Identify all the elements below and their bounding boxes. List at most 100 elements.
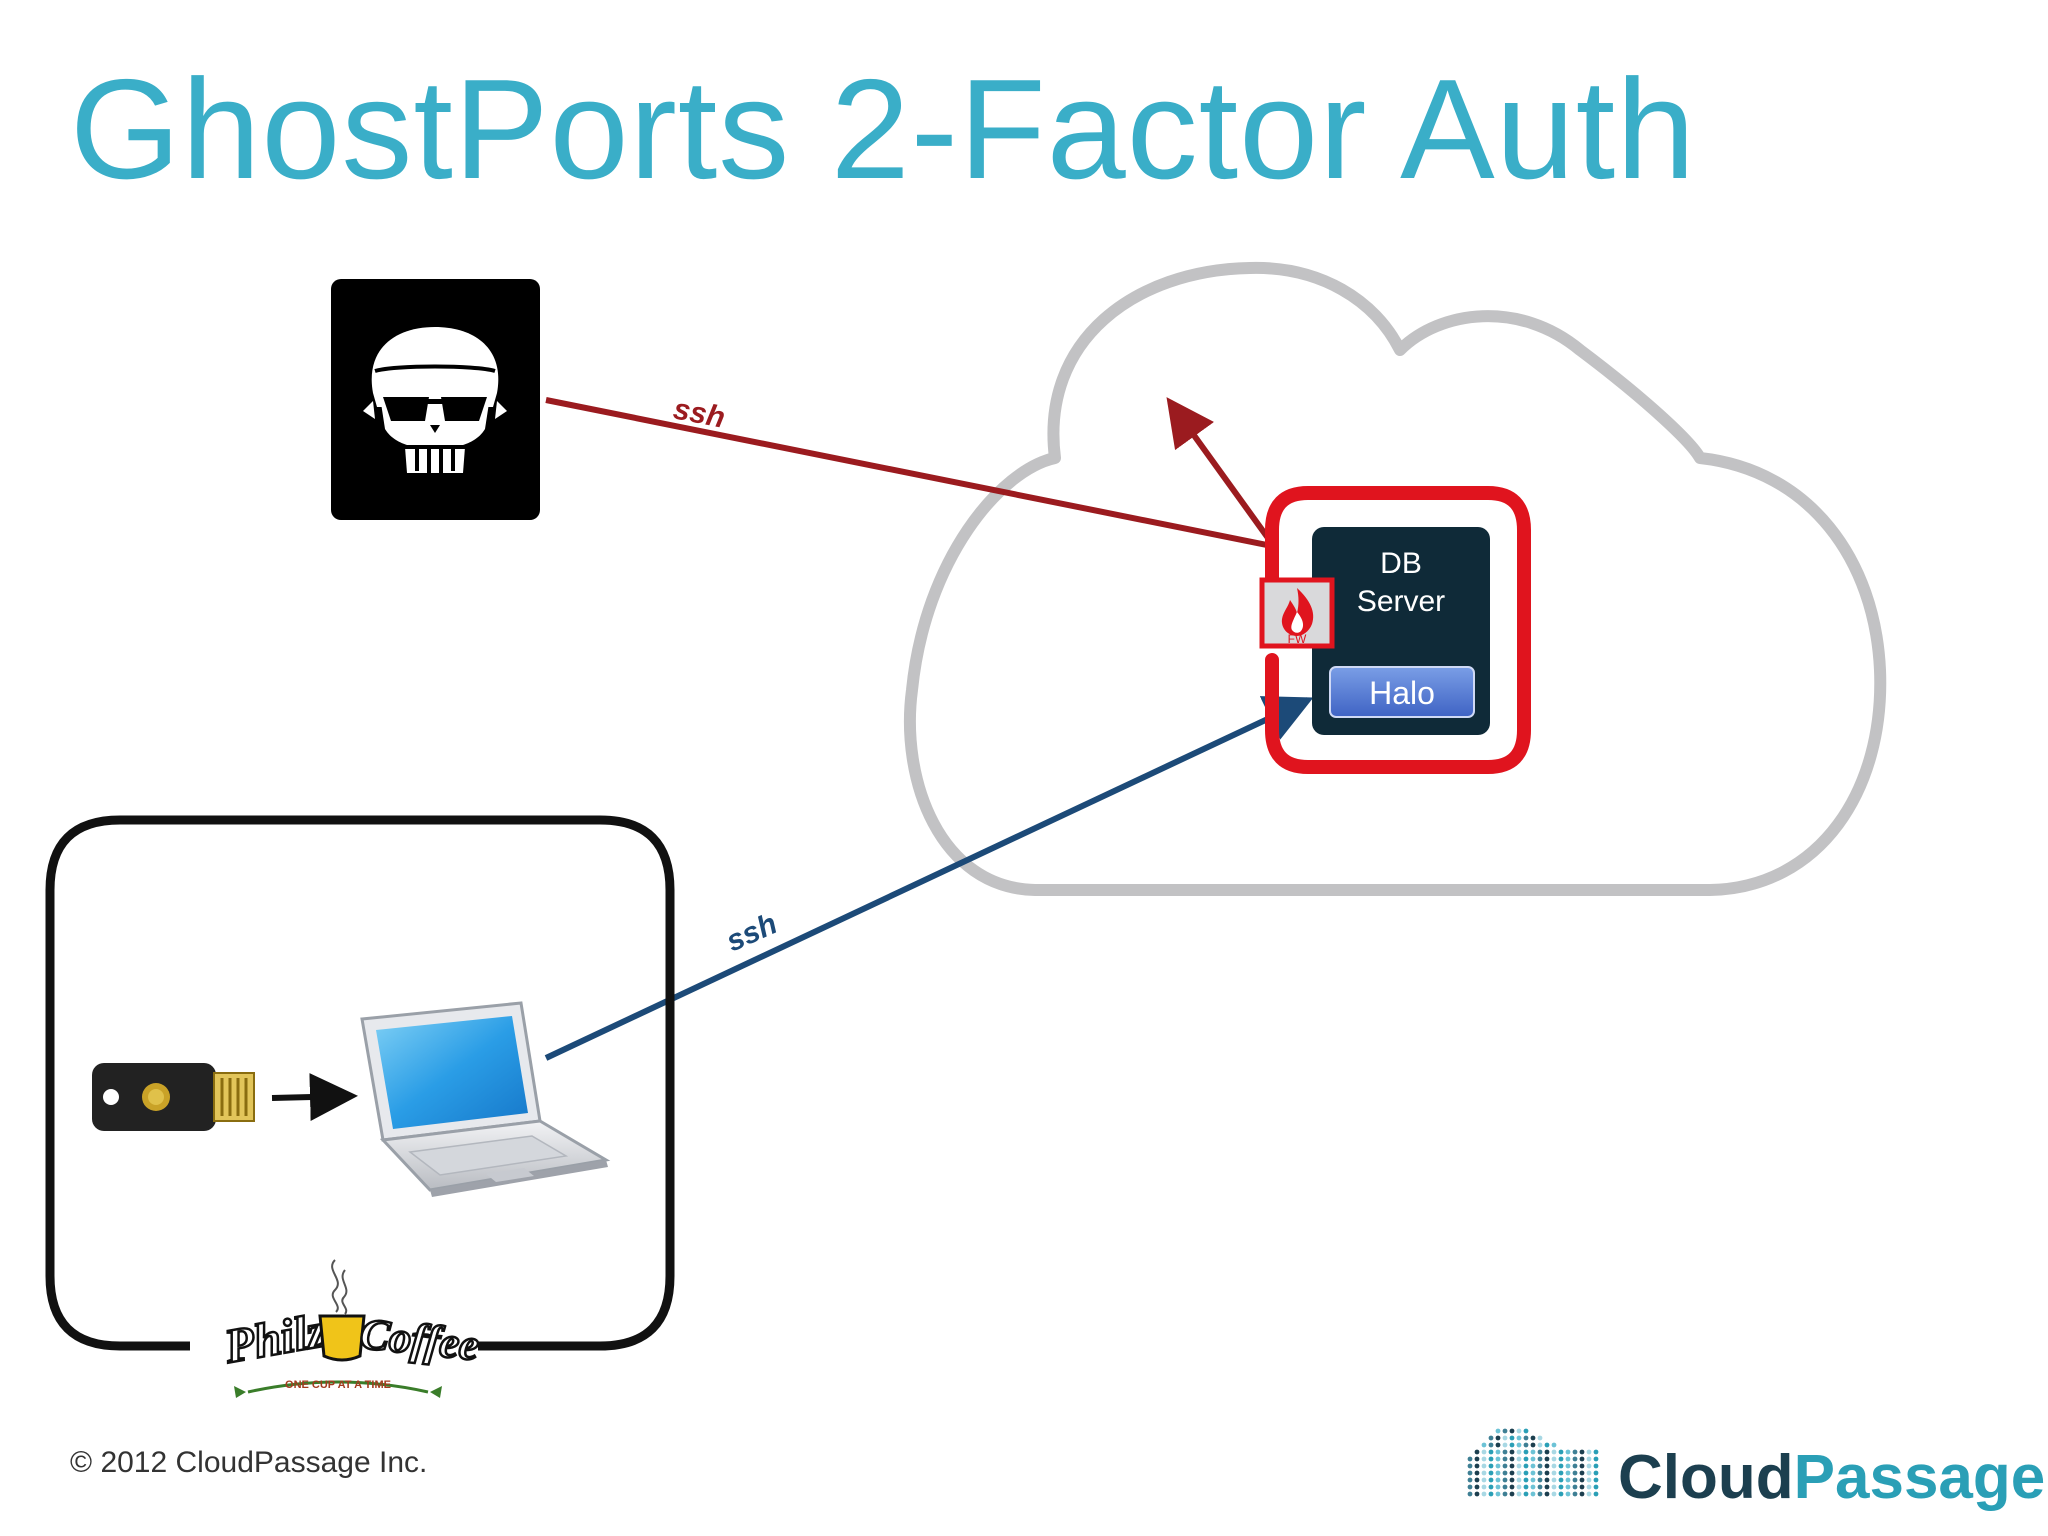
- logo-dot: [1593, 1463, 1599, 1469]
- logo-dot: [1551, 1449, 1557, 1455]
- logo-dot: [1495, 1456, 1501, 1462]
- logo-dot: [1495, 1470, 1501, 1476]
- firewall-label: FW: [1288, 632, 1307, 646]
- logo-dot: [1474, 1456, 1480, 1462]
- logo-dot: [1572, 1470, 1578, 1476]
- cloud-icon: [903, 261, 1887, 896]
- logo-dot: [1565, 1456, 1571, 1462]
- logo-dot: [1495, 1491, 1501, 1497]
- logo-dot: [1502, 1470, 1508, 1476]
- philz-logo-tagline: ONE CUP AT A TIME: [285, 1379, 391, 1391]
- logo-dot: [1509, 1477, 1515, 1483]
- logo-dot: [1502, 1442, 1508, 1448]
- logo-dot: [1523, 1456, 1529, 1462]
- logo-dot: [1481, 1477, 1487, 1483]
- logo-dot: [1502, 1477, 1508, 1483]
- logo-dot: [1523, 1470, 1529, 1476]
- logo-dot: [1474, 1491, 1480, 1497]
- logo-dot: [1488, 1491, 1494, 1497]
- user-ssh-line: [544, 696, 1314, 1061]
- logo-dot: [1537, 1435, 1543, 1441]
- logo-dot: [1537, 1470, 1543, 1476]
- logo-dot: [1565, 1477, 1571, 1483]
- slide-title: GhostPorts 2-Factor Auth: [70, 50, 1697, 209]
- logo-dot: [1516, 1449, 1522, 1455]
- logo-dot: [1530, 1477, 1536, 1483]
- logo-dot: [1474, 1470, 1480, 1476]
- logo-dot: [1516, 1470, 1522, 1476]
- logo-dot: [1530, 1456, 1536, 1462]
- logo-dot: [1593, 1456, 1599, 1462]
- logo-dot: [1586, 1463, 1592, 1469]
- usb-security-key-icon: [92, 1063, 255, 1131]
- logo-dot: [1481, 1491, 1487, 1497]
- logo-dot: [1495, 1435, 1501, 1441]
- logo-dot: [1495, 1442, 1501, 1448]
- logo-dot: [1551, 1491, 1557, 1497]
- logo-dot: [1551, 1463, 1557, 1469]
- logo-dot: [1579, 1456, 1585, 1462]
- logo-dot: [1537, 1491, 1543, 1497]
- logo-dot: [1572, 1491, 1578, 1497]
- server-label-line2: Server: [1357, 585, 1445, 618]
- logo-dot: [1544, 1470, 1550, 1476]
- logo-dot: [1537, 1456, 1543, 1462]
- logo-dot: [1586, 1491, 1592, 1497]
- brand-name-suffix: Passage: [1794, 1443, 2046, 1512]
- logo-dot: [1537, 1463, 1543, 1469]
- logo-dot: [1572, 1484, 1578, 1490]
- firewall-badge: FW: [1259, 577, 1335, 649]
- logo-dot: [1544, 1456, 1550, 1462]
- logo-dot: [1467, 1477, 1473, 1483]
- logo-dot: [1509, 1428, 1515, 1434]
- logo-dot: [1509, 1470, 1515, 1476]
- logo-dot: [1544, 1442, 1550, 1448]
- logo-dot: [1516, 1456, 1522, 1462]
- logo-dot: [1558, 1463, 1564, 1469]
- logo-dot: [1509, 1435, 1515, 1441]
- logo-dot: [1481, 1456, 1487, 1462]
- logo-dot: [1467, 1456, 1473, 1462]
- logo-dot: [1565, 1463, 1571, 1469]
- logo-dot: [1537, 1449, 1543, 1455]
- logo-dot: [1516, 1428, 1522, 1434]
- logo-dot: [1516, 1477, 1522, 1483]
- logo-dot: [1544, 1484, 1550, 1490]
- server-label-line1: DB: [1380, 547, 1422, 580]
- coffee-shop-location: [45, 815, 675, 1351]
- logo-dot: [1530, 1470, 1536, 1476]
- logo-dot: [1488, 1484, 1494, 1490]
- logo-dot: [1481, 1470, 1487, 1476]
- logo-dot: [1495, 1477, 1501, 1483]
- logo-dot: [1523, 1477, 1529, 1483]
- halo-agent-badge: Halo: [1329, 666, 1475, 718]
- philz-logo-word1: Philz: [220, 1304, 330, 1374]
- logo-dot: [1516, 1463, 1522, 1469]
- logo-dot: [1481, 1484, 1487, 1490]
- logo-dot: [1474, 1477, 1480, 1483]
- logo-dot: [1509, 1491, 1515, 1497]
- logo-dot: [1586, 1484, 1592, 1490]
- logo-dot: [1558, 1477, 1564, 1483]
- logo-dot: [1523, 1442, 1529, 1448]
- logo-dot: [1516, 1442, 1522, 1448]
- logo-dot: [1551, 1477, 1557, 1483]
- logo-dot: [1558, 1484, 1564, 1490]
- logo-dot: [1565, 1470, 1571, 1476]
- logo-dot: [1488, 1442, 1494, 1448]
- logo-dot: [1495, 1484, 1501, 1490]
- logo-dot: [1558, 1470, 1564, 1476]
- logo-dot: [1488, 1449, 1494, 1455]
- logo-dot: [1572, 1477, 1578, 1483]
- logo-dot: [1474, 1449, 1480, 1455]
- logo-dot: [1551, 1484, 1557, 1490]
- logo-dot: [1544, 1463, 1550, 1469]
- laptop-icon: [360, 1001, 611, 1197]
- logo-dot: [1467, 1470, 1473, 1476]
- logo-dot: [1516, 1491, 1522, 1497]
- logo-dot: [1509, 1456, 1515, 1462]
- logo-dot: [1586, 1477, 1592, 1483]
- logo-dot: [1523, 1435, 1529, 1441]
- attacker-skull-icon: [331, 279, 540, 520]
